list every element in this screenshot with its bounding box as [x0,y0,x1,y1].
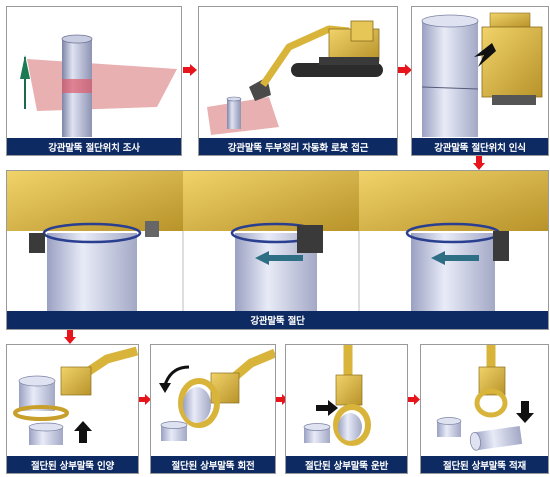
excavator-track [291,63,383,77]
lift-illustration [13,346,138,445]
step-caption: 절단된 상부말뚝 적재 [421,456,548,473]
step-caption: 절단된 상부말뚝 인양 [7,456,138,473]
rotate-arrow [159,383,171,393]
step-panel-survey: 강관말뚝 절단위치 조사 [6,6,182,156]
lower-pile [161,425,187,441]
flow-arrow-right [183,64,197,76]
upper-pile [338,413,362,441]
flow-arrow-down [64,330,76,344]
lower-pile [304,427,330,443]
step-caption: 절단된 상부말뚝 회전 [151,456,275,473]
flow-arrow-right [139,394,151,405]
down-arrow [516,401,534,423]
step-panel-stack: 절단된 상부말뚝 적재 [420,344,549,474]
direction-arrow [474,43,496,67]
steel-pile [422,21,478,137]
step-panel-lift: 절단된 상부말뚝 인양 [6,344,139,474]
cut-recognition-illustration [421,12,543,137]
rotation-arrow [255,251,303,265]
flow-arrow-right [408,394,420,405]
step-panel-rotate: 절단된 상부말뚝 회전 [150,344,276,474]
up-arrow [74,421,92,443]
cutting-panel: 강관말뚝 절단 [6,170,549,330]
stack-illustration [436,345,534,451]
step-caption: 절단된 상부말뚝 운반 [286,456,407,473]
cutting-frame-1 [7,171,183,311]
flow-arrow-down [473,156,485,170]
lower-pile [29,427,63,445]
section-caption: 강관말뚝 절단 [7,311,548,329]
lower-pile [437,421,461,437]
step-panel-recognize: 강관말뚝 절단위치 인식 [411,6,549,156]
step-panel-transport: 절단된 상부말뚝 운반 [285,344,408,474]
flow-arrow-right [398,64,412,76]
cutting-sequence-illustration [7,171,548,311]
survey-illustration [20,34,177,137]
cut-position-band [62,79,92,93]
rotate-illustration [159,348,275,441]
step-panel-approach: 강관말뚝 두부정리 자동화 로봇 접근 [198,6,398,156]
upper-pile-laid [474,426,523,451]
cutting-frame-3 [359,171,548,311]
right-arrow [316,400,338,416]
step-caption: 강관말뚝 두부정리 자동화 로봇 접근 [199,138,397,155]
rotation-arrow [431,251,479,265]
upper-pile [183,387,211,423]
survey-instrument [20,55,30,79]
robot-approach-illustration [207,20,383,135]
cutting-frame-2 [183,171,359,311]
robot-gripper [481,26,543,98]
scan-zone [27,59,177,111]
step-caption: 강관말뚝 절단위치 조사 [7,138,181,155]
transport-illustration [303,345,371,446]
step-caption: 강관말뚝 절단위치 인식 [412,138,548,155]
